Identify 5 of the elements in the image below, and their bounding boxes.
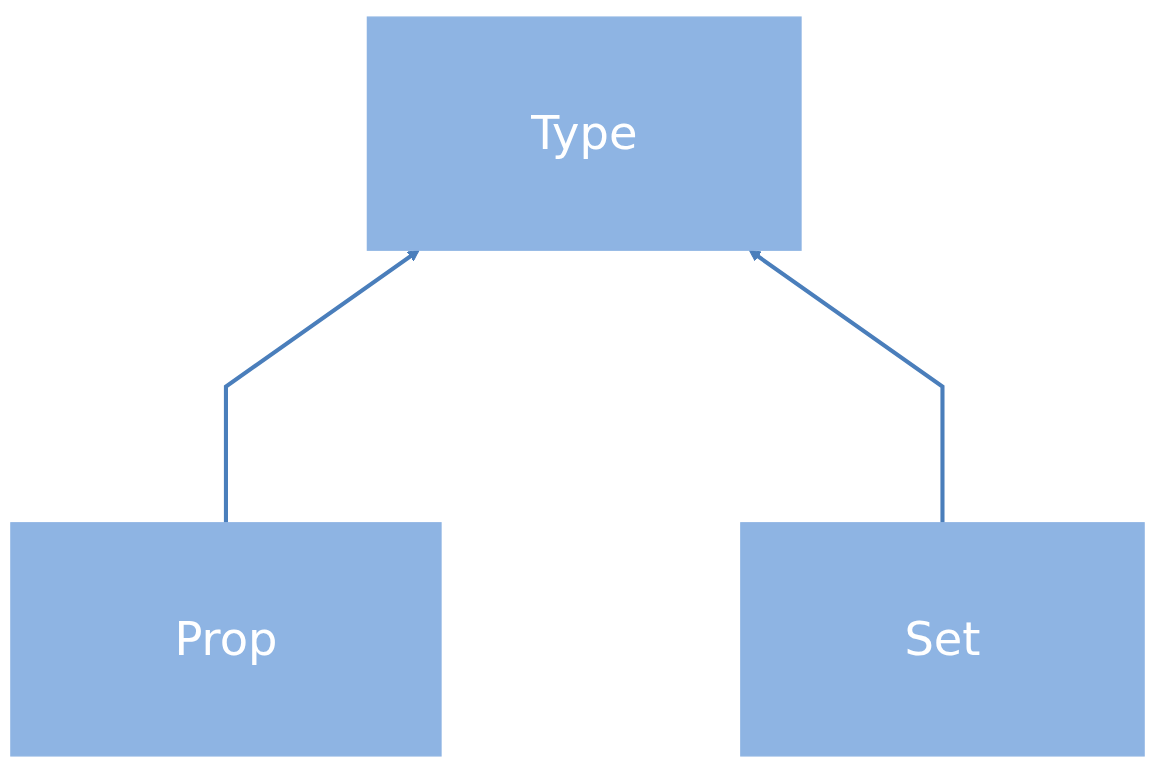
arrow [748,249,945,523]
node-box: Type [366,16,802,251]
node-box: Set [740,522,1145,757]
arrow [223,249,420,523]
node-box: Prop [10,522,442,757]
